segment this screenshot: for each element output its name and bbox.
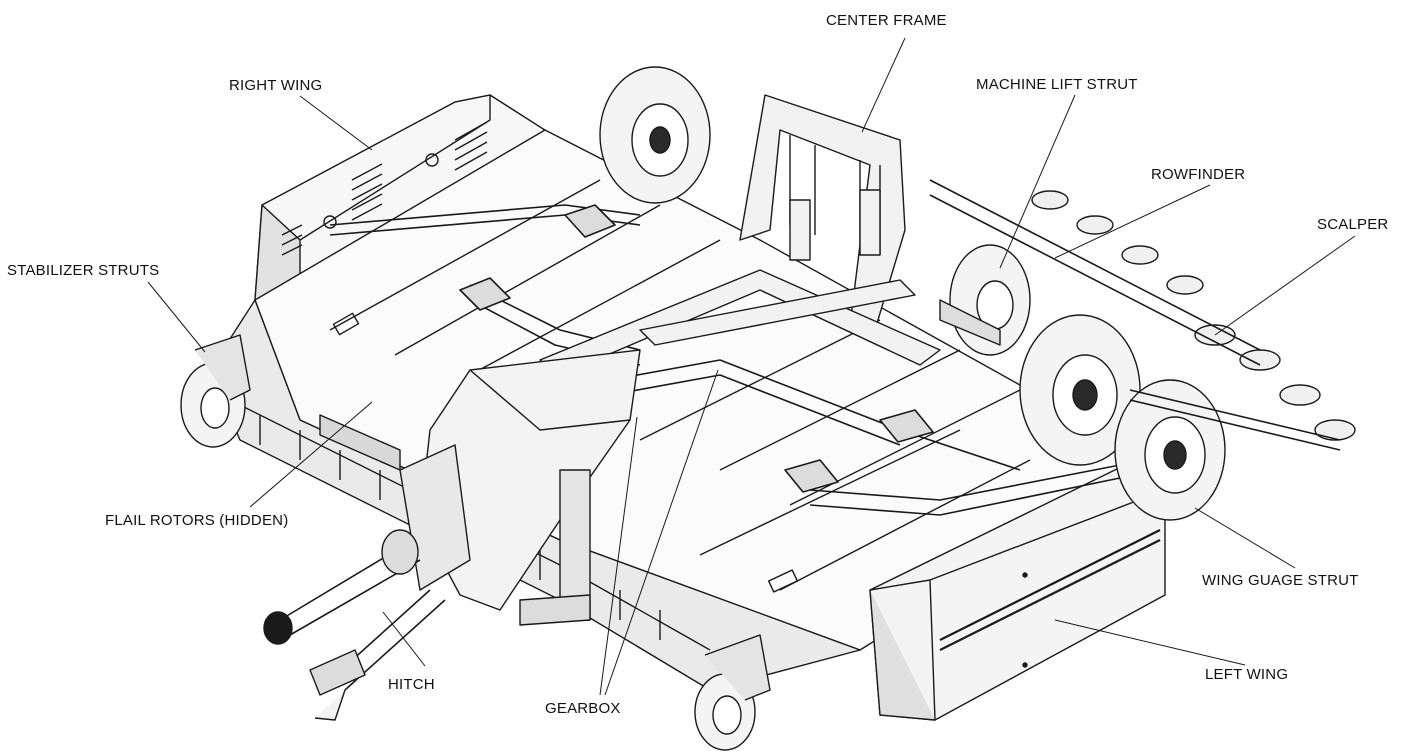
label-left-wing: LEFT WING [1205,666,1289,683]
drive-shafts [329,204,1121,516]
label-flail-rotors: FLAIL ROTORS (HIDDEN) [105,512,289,529]
label-stabilizer-struts: STABILIZER STRUTS [7,262,160,279]
label-center-frame: CENTER FRAME [826,12,947,29]
label-machine-lift-strut: MACHINE LIFT STRUT [976,76,1138,93]
label-hitch: HITCH [388,676,435,693]
wheels [180,66,1226,751]
leader-lines [147,37,1356,696]
left-wing-housing [869,464,1166,721]
label-right-wing: RIGHT WING [229,77,323,94]
label-gearbox: GEARBOX [545,700,621,717]
label-scalper: SCALPER [1317,216,1389,233]
right-wing-housing [254,94,549,301]
hitch-frame [263,349,641,721]
label-rowfinder: ROWFINDER [1151,166,1246,183]
label-wing-guage-strut: WING GUAGE STRUT [1202,572,1359,589]
